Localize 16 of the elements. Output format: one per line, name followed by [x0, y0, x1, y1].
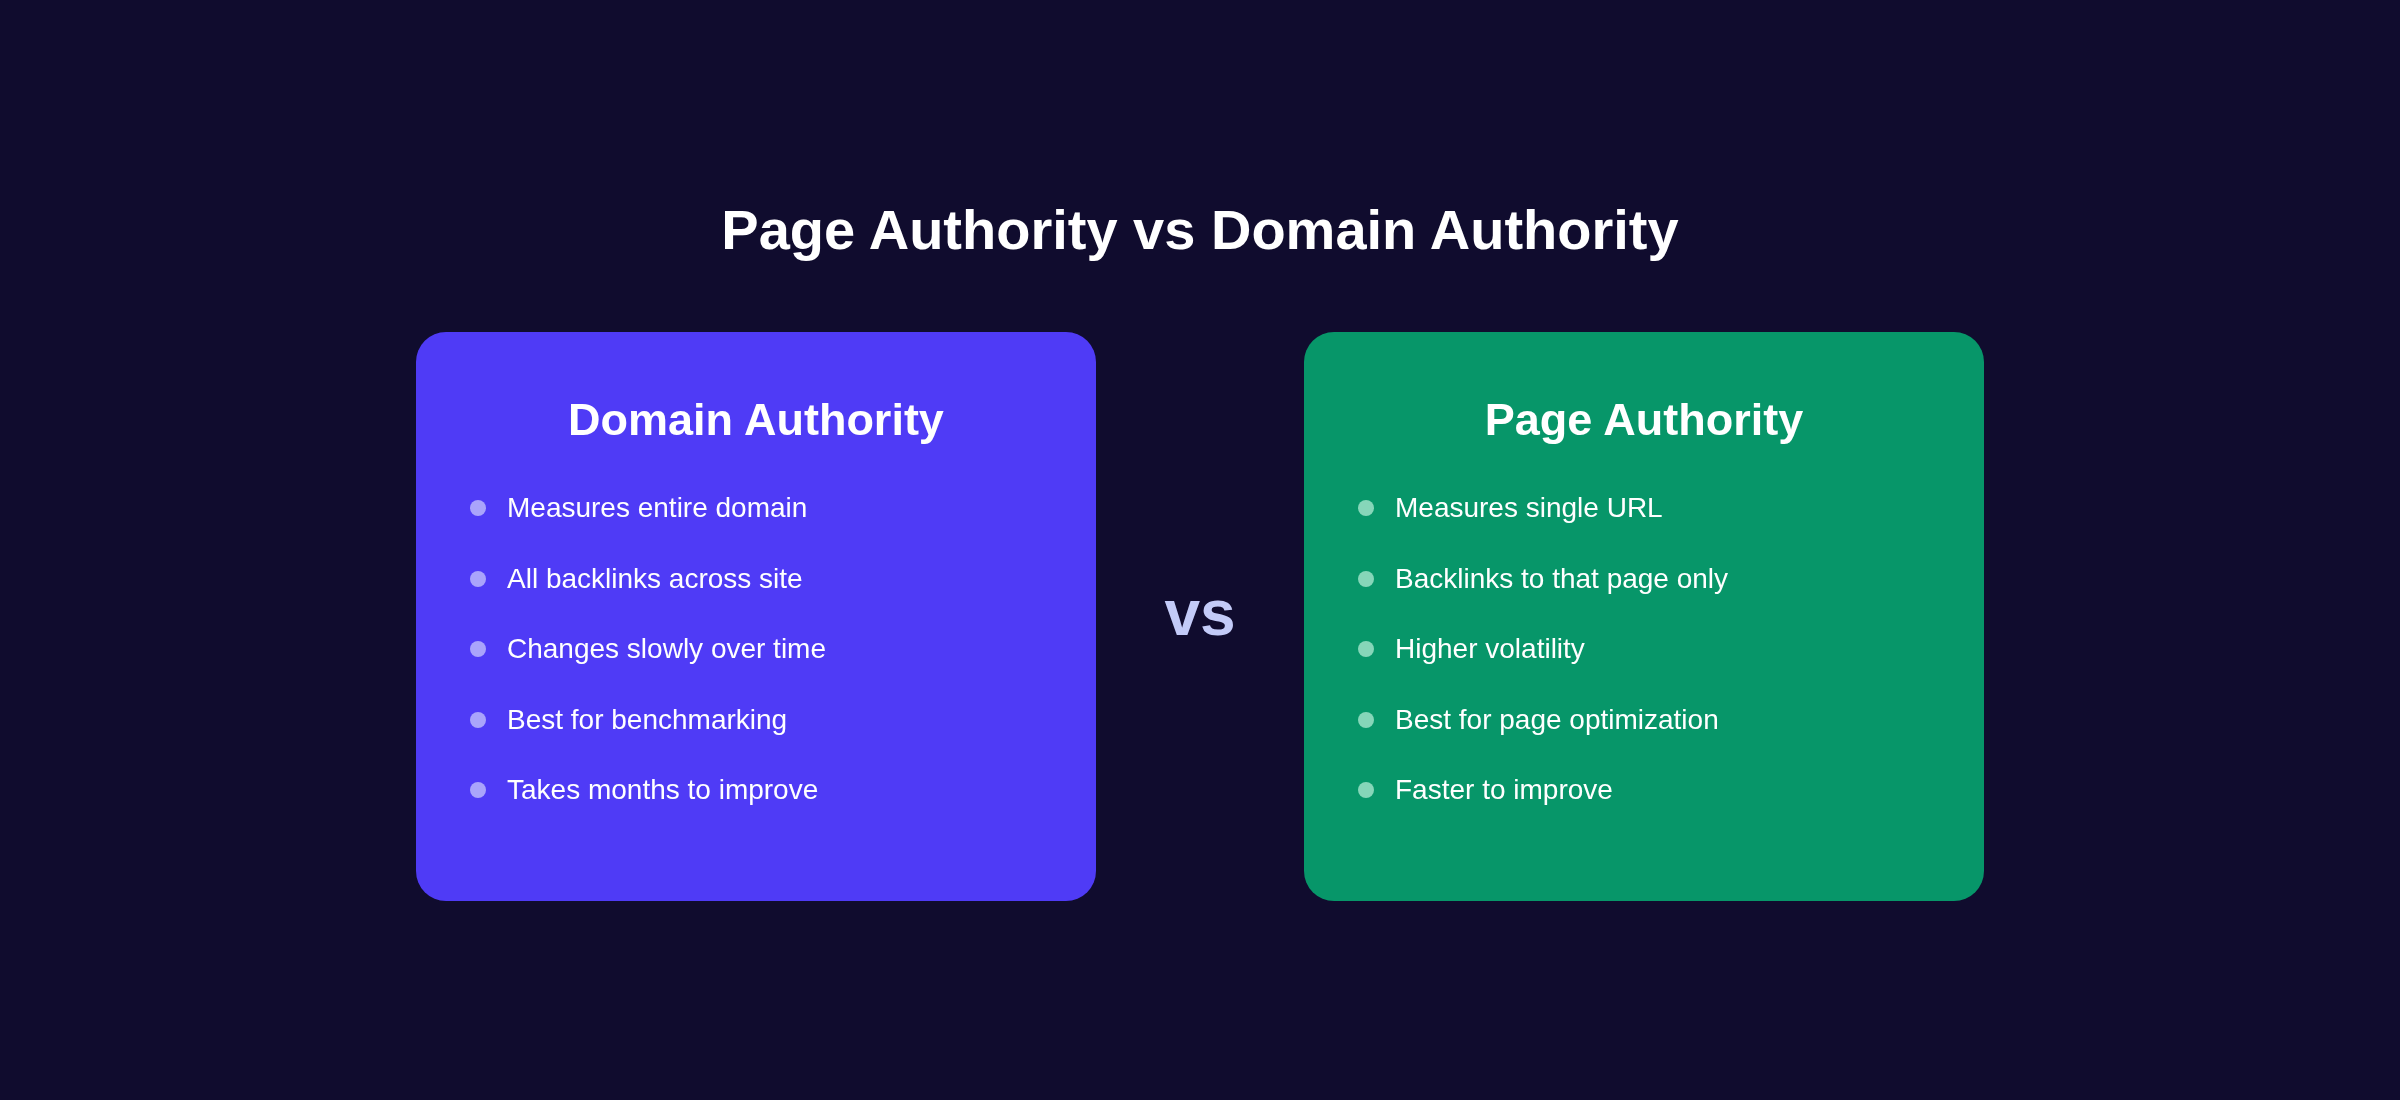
card-heading: Page Authority [1483, 393, 1805, 447]
versus-label: vs [1163, 576, 1237, 651]
comparison-card [1304, 332, 1984, 901]
diagram-title: Page Authority vs Domain Authority [720, 197, 1680, 263]
bullet-text: All backlinks across site [507, 561, 803, 596]
comparison-card [416, 332, 1096, 901]
bullet-text: Higher volatility [1395, 632, 1585, 666]
bullet-text: Measures single URL [1395, 491, 1663, 525]
bullet-text: Backlinks to that page only [1395, 561, 1729, 596]
bullet-text: Changes slowly over time [507, 632, 827, 666]
bullet-text: Best for benchmarking [507, 702, 788, 737]
bullet-text: Faster to improve [1395, 773, 1613, 807]
card-heading: Domain Authority [567, 393, 945, 447]
bullet-text: Best for page optimization [1395, 702, 1719, 737]
bullet-text: Takes months to improve [507, 773, 819, 807]
bullet-text: Measures entire domain [507, 491, 808, 525]
